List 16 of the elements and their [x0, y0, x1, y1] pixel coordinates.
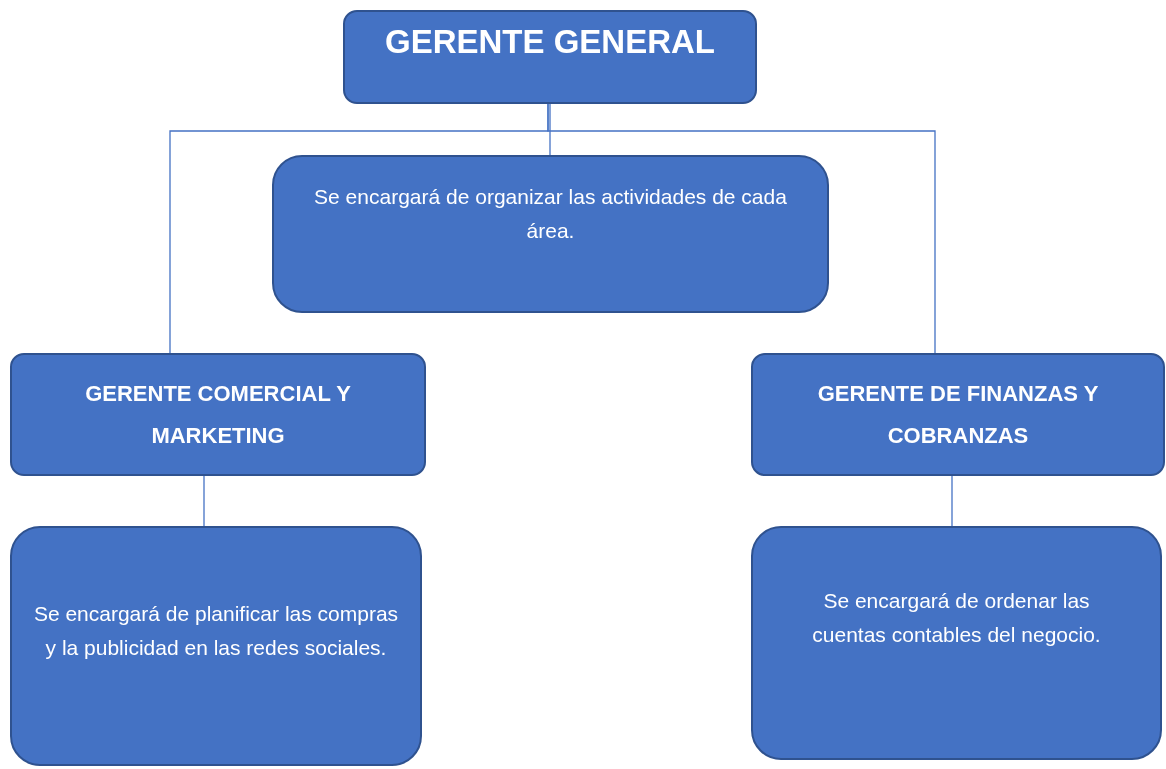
- role-title: GERENTE GENERAL: [384, 21, 715, 62]
- connector-line: [547, 103, 936, 354]
- connector-line: [549, 103, 551, 156]
- description-text: Se encargará de planificar las compras y la publicidad en las redes sociales.: [32, 601, 400, 661]
- connector-line: [951, 475, 953, 527]
- role-box: [343, 10, 757, 104]
- description-text: Se encargará de ordenar las cuentas contables del negocio.: [811, 588, 1102, 648]
- role-title: GERENTE DE FINANZAS Y COBRANZAS: [816, 379, 1100, 450]
- description-text: Se encargará de organizar las actividades de cada área.: [313, 184, 788, 244]
- role-box: [10, 353, 426, 476]
- connector-line: [203, 475, 205, 527]
- description-box: [10, 526, 422, 766]
- description-box: [751, 526, 1162, 760]
- role-title: GERENTE COMERCIAL Y MARKETING: [84, 379, 352, 450]
- description-box: [272, 155, 829, 313]
- role-box: [751, 353, 1165, 476]
